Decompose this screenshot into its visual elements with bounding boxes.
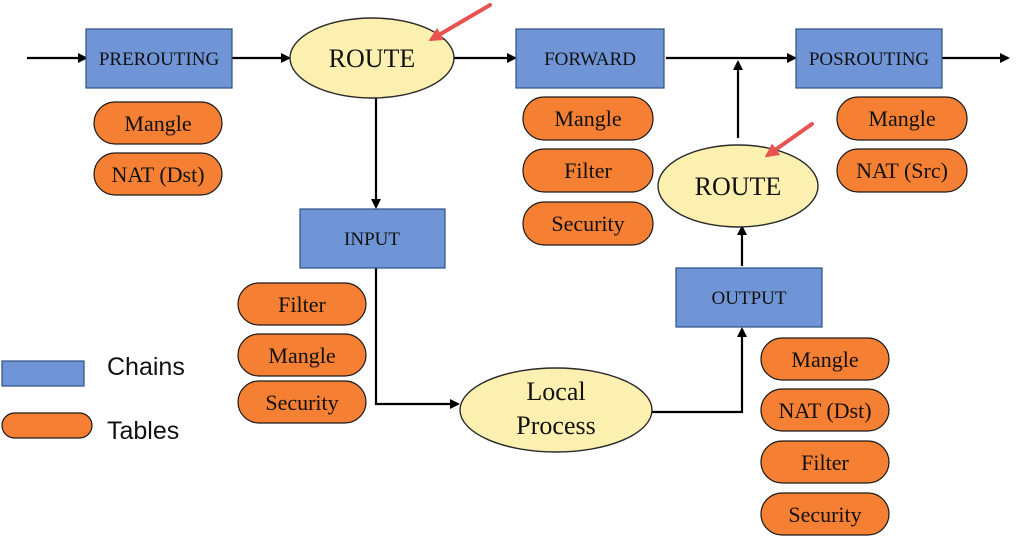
chain-input-label: INPUT	[344, 229, 400, 250]
chain-input: INPUT	[299, 208, 446, 269]
table-label: Mangle	[868, 106, 935, 131]
chain-posrouting-label: POSROUTING	[809, 49, 930, 70]
table-label: NAT (Src)	[856, 158, 948, 183]
table-forward-security: Security	[522, 201, 654, 246]
chain-posrouting: POSROUTING	[795, 28, 943, 89]
legend-tables-label: Tables	[107, 417, 179, 445]
flow-arrow-input-local-process	[374, 268, 460, 409]
table-output-mangle: Mangle	[760, 337, 890, 381]
legend: Chains Tables	[1, 353, 185, 445]
table-label: Mangle	[554, 106, 621, 131]
table-label: NAT (Dst)	[111, 162, 204, 187]
table-label: Mangle	[791, 347, 858, 372]
pointer-arrow-route-main	[428, 3, 492, 42]
route-main: ROUTE	[289, 17, 455, 99]
route-output: ROUTE	[657, 144, 819, 228]
chain-prerouting-label: PREROUTING	[99, 49, 220, 70]
table-label: Filter	[801, 450, 849, 475]
table-output-nat-dst: NAT (Dst)	[760, 388, 890, 432]
local-process: Local Process	[459, 367, 653, 453]
table-label: Mangle	[124, 111, 191, 136]
table-input-mangle: Mangle	[237, 333, 367, 377]
local-process-line1: Local	[526, 377, 585, 406]
chain-prerouting: PREROUTING	[85, 28, 233, 89]
table-prerouting-mangle: Mangle	[93, 101, 223, 145]
table-prerouting-nat-dst: NAT (Dst)	[93, 152, 223, 196]
table-label: Security	[265, 390, 338, 415]
table-label: Mangle	[268, 343, 335, 368]
legend-table-swatch	[1, 412, 93, 439]
table-posrouting-nat-src: NAT (Src)	[836, 148, 968, 193]
table-output-security: Security	[760, 492, 890, 536]
chain-forward-label: FORWARD	[544, 49, 636, 70]
local-process-line2: Process	[516, 411, 595, 440]
table-forward-mangle: Mangle	[522, 96, 654, 141]
chain-output-label: OUTPUT	[712, 288, 787, 309]
table-label: Security	[788, 502, 861, 527]
route-main-label: ROUTE	[329, 44, 416, 73]
legend-chains-label: Chains	[107, 353, 185, 381]
route-output-label: ROUTE	[695, 172, 782, 201]
pointer-arrow-route-output	[764, 122, 814, 158]
table-input-security: Security	[237, 380, 367, 424]
legend-chain-swatch	[1, 360, 85, 387]
table-input-filter: Filter	[237, 282, 367, 326]
chain-forward: FORWARD	[515, 28, 665, 89]
table-label: NAT (Dst)	[778, 398, 871, 423]
table-forward-filter: Filter	[522, 148, 654, 193]
table-posrouting-mangle: Mangle	[836, 96, 968, 141]
table-output-filter: Filter	[760, 440, 890, 484]
table-label: Filter	[278, 292, 326, 317]
table-label: Filter	[564, 158, 612, 183]
table-label: Security	[551, 211, 624, 236]
flow-arrow-local-process-output	[652, 327, 747, 414]
chain-output: OUTPUT	[675, 267, 823, 328]
